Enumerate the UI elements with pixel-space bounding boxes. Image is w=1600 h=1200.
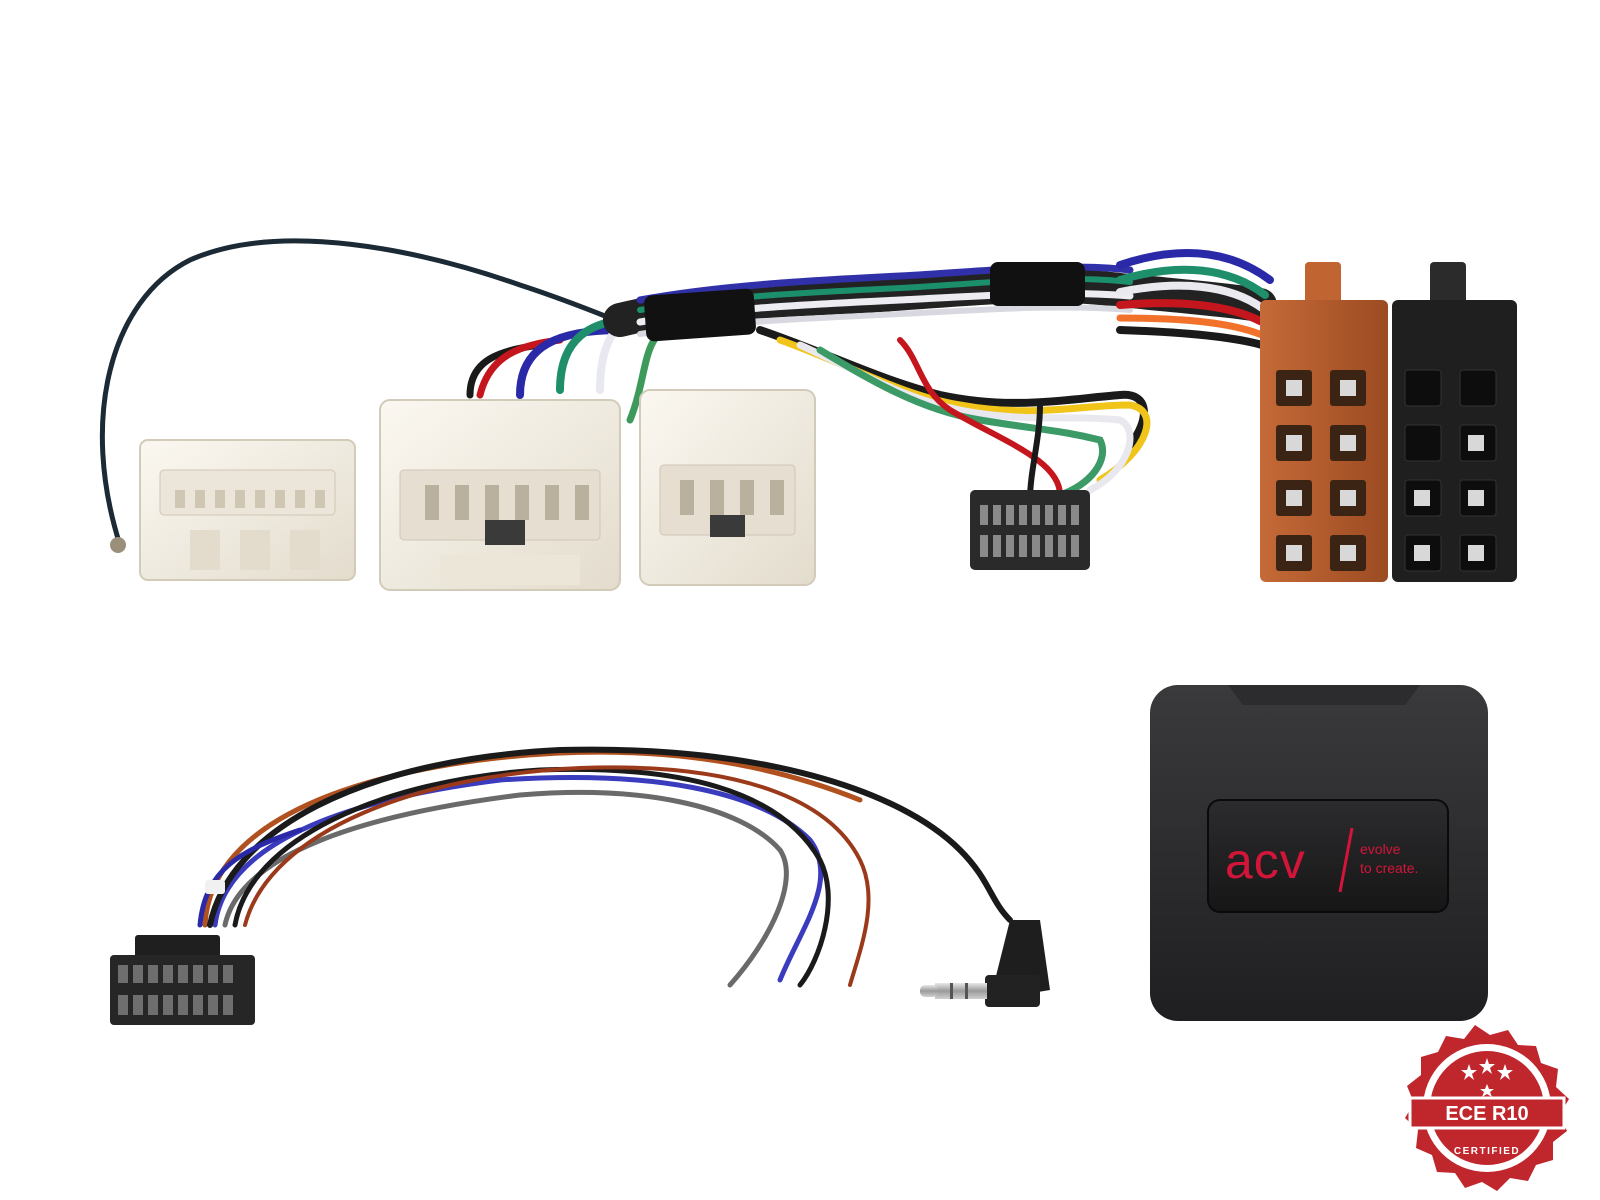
iso-speaker-connector (1392, 262, 1517, 582)
badge-label: ECE R10 (1445, 1103, 1528, 1125)
interface-16-pin-connector (110, 935, 255, 1025)
badge-sublabel: CERTIFIED (1454, 1146, 1520, 1157)
nissan-white-connector-medium (639, 389, 816, 586)
interface-lead (197, 746, 1013, 988)
nissan-white-connector-large (379, 399, 621, 591)
iso-power-connector (1260, 262, 1388, 582)
brand-logo: acv (1225, 833, 1306, 889)
brand-slogan-line-1: evolve (1360, 841, 1401, 857)
main-wiring-harness (99, 238, 1277, 553)
brand-slogan-line-2: to create. (1360, 860, 1418, 876)
badge-stars (1461, 1058, 1513, 1097)
3-5mm-jack-plug (920, 920, 1050, 1007)
head-unit-16-pin-connector (970, 490, 1090, 570)
nissan-white-connector-small (139, 439, 356, 581)
logo-slash (1338, 827, 1354, 893)
steering-wheel-interface-module: acv evolve to create. (1150, 685, 1488, 1021)
certification-badge: ECE R10 CERTIFIED (1405, 1025, 1569, 1191)
